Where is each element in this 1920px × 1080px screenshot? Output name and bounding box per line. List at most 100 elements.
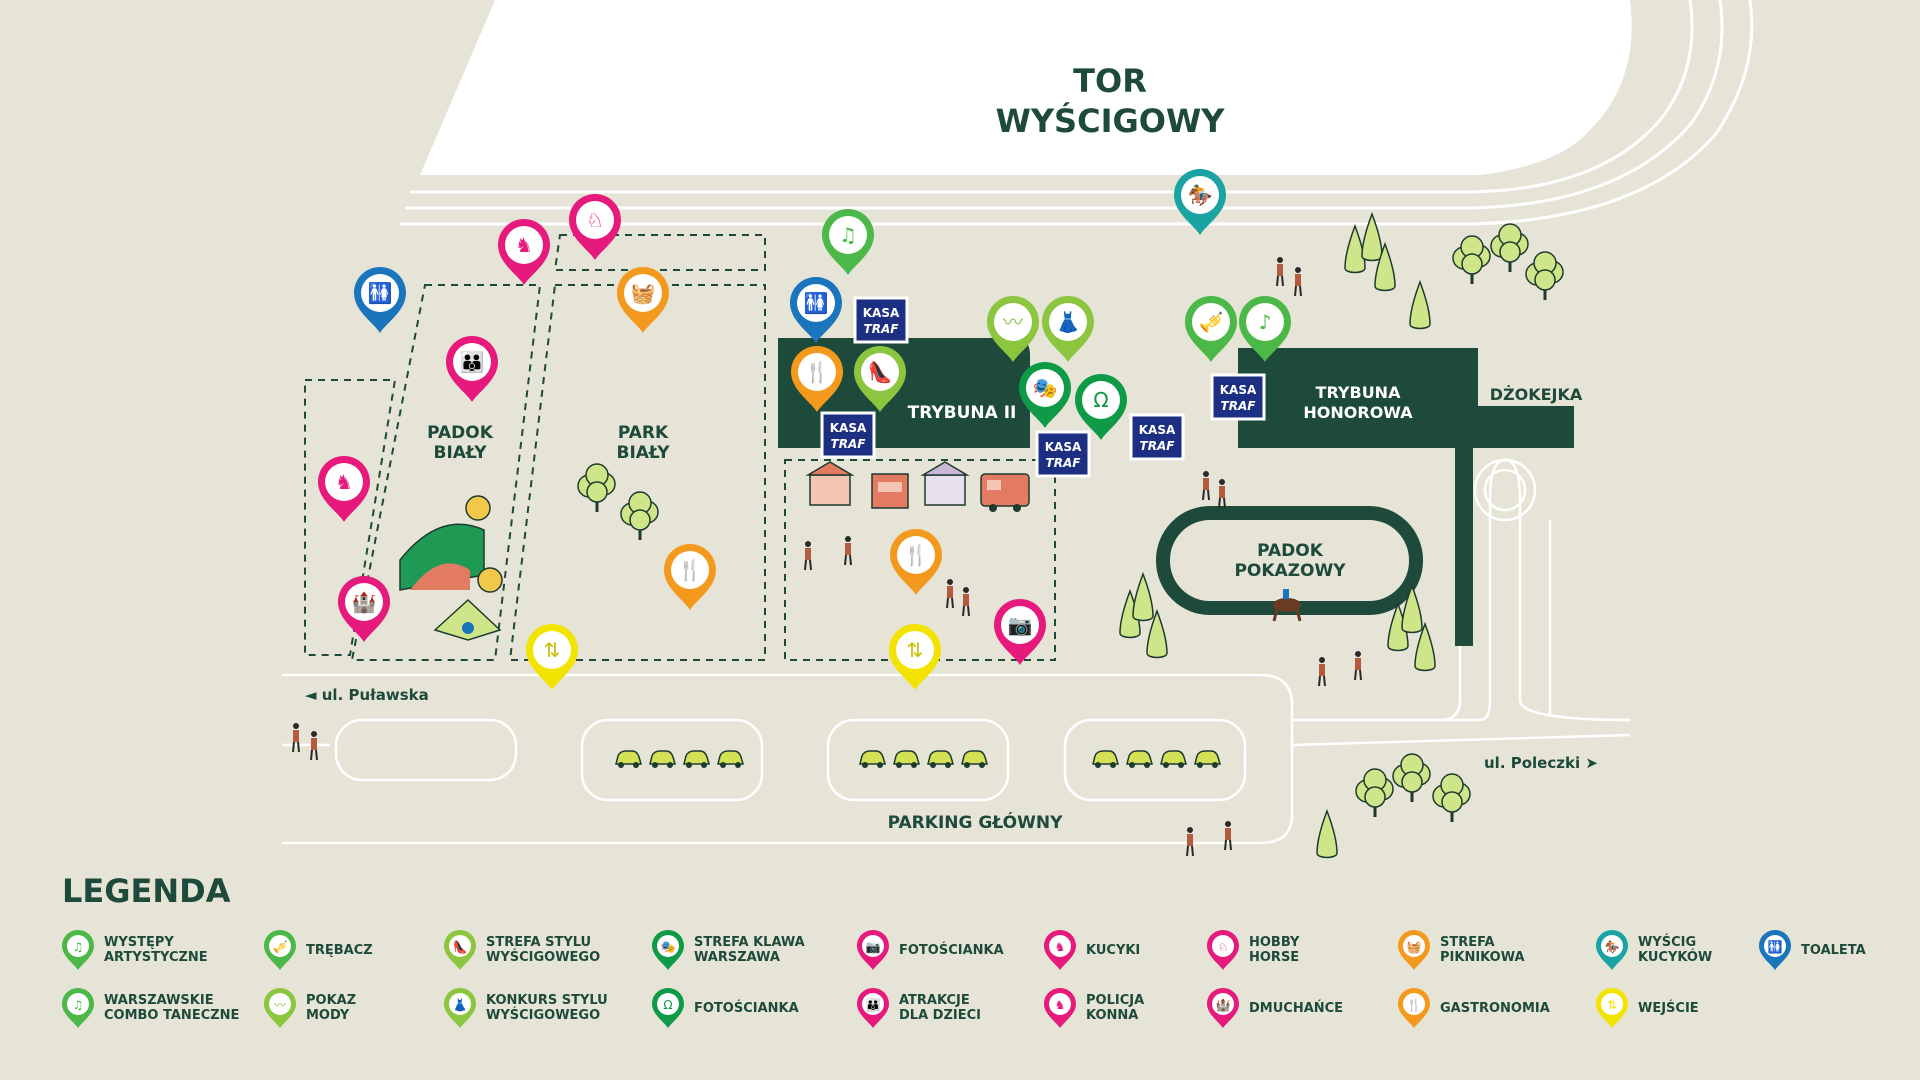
hobby-horse-icon: ♘ (586, 208, 604, 232)
fashion-show-pin[interactable]: 〰 (987, 296, 1039, 362)
legend-item: ♞ KUCYKI (1044, 930, 1140, 970)
horseshoe-icon: Ω (663, 998, 672, 1012)
zones (304, 234, 1056, 661)
toilet-icon: 🚻 (368, 281, 393, 305)
legend-item-label: POKAZ (306, 993, 356, 1008)
gastronomy-pin[interactable]: 🍴 (890, 529, 942, 595)
parking-label: PARKING GŁÓWNY (888, 811, 1063, 833)
padok-bialy-line1: PADOK (427, 423, 494, 443)
legend: LEGENDA ♫WYSTĘPYARTYSTYCZNE♫WARSZAWSKIEC… (62, 872, 1866, 1028)
toilet-pin[interactable]: 🚻 (790, 277, 842, 343)
toilet-icon: 🚻 (1768, 940, 1783, 954)
picnic-pin[interactable]: 🧺 (617, 267, 669, 333)
legend-item-label: DMUCHAŃCE (1249, 1000, 1343, 1016)
music-icon: ♫ (73, 998, 84, 1012)
svg-text:KASA: KASA (1139, 423, 1176, 437)
heel-icon: 👠 (453, 939, 468, 954)
dzokejka-label: DŻOKEJKA (1490, 385, 1583, 404)
legend-item-label: GASTRONOMIA (1440, 1001, 1550, 1016)
music-pin[interactable]: ♪ (1239, 296, 1291, 362)
toilet-pin[interactable]: 🚻 (354, 267, 406, 333)
trybuna-honorowa-line1: TRYBUNA (1316, 383, 1402, 402)
gastronomy-pin[interactable]: 🍴 (664, 544, 716, 610)
parked-cars (615, 750, 1221, 769)
music-icon: ♫ (839, 223, 857, 247)
padok-pokazowy: PADOK POKAZOWY (1156, 506, 1423, 622)
basket-icon: 🧺 (1407, 940, 1422, 954)
photo-wall-pin[interactable]: 📷 (994, 599, 1046, 665)
kids-attractions-pin[interactable]: 👪 (446, 336, 498, 402)
bouncy-castle-pin[interactable]: 🏰 (338, 576, 390, 642)
street-pulawska: ◄ ul. Puławska (305, 686, 429, 704)
legend-item-label: KUCYKI (1086, 943, 1140, 958)
heel-icon: 👠 (868, 360, 893, 384)
padok-bialy-line2: BIAŁY (433, 443, 487, 463)
svg-text:KASA: KASA (1045, 440, 1082, 454)
legend-item-label: COMBO TANECZNE (104, 1008, 239, 1023)
toilet-icon: 🚻 (804, 291, 829, 315)
music-pin[interactable]: ♫ (822, 209, 874, 275)
legend-item: 🍴GASTRONOMIA (1398, 988, 1550, 1028)
fork-knife-icon: 🍴 (805, 360, 830, 384)
legend-item-label: WYŚCIGOWEGO (486, 1007, 600, 1023)
padok-pokazowy-line1: PADOK (1257, 541, 1324, 561)
legend-item-label: STREFA KLAWA (694, 935, 805, 950)
entrance-pin[interactable]: ⇅ (526, 624, 578, 690)
legend-item-label: ARTYSTYCZNE (104, 950, 208, 965)
gastronomy-pin[interactable]: 🍴 (791, 346, 843, 412)
map-pins[interactable]: 🚻 ♞ ♘ 🧺 👪 ♞ 🏰 🍴 ⇅ ⇅ 📷 🍴 🚻 ♫ 🍴 👠 〰 👗 🎭 Ω … (318, 169, 1291, 690)
mustache-icon: 〰 (1003, 310, 1023, 334)
legend-item-label: POLICJA (1086, 993, 1144, 1008)
trybuna-honorowa: TRYBUNA HONOROWA DŻOKEJKA (1238, 348, 1583, 646)
horse-rider-pin[interactable]: ♞ (498, 219, 550, 285)
trumpet-pin[interactable]: 🎺 (1185, 296, 1237, 362)
legend-item-label: TOALETA (1801, 943, 1866, 958)
legend-item-label: TRĘBACZ (306, 943, 373, 958)
racing-style-pin[interactable]: 👠 (854, 346, 906, 412)
horseshoe-photo-pin[interactable]: Ω (1075, 374, 1127, 440)
padok-pokazowy-line2: POKAZOWY (1234, 561, 1346, 581)
legend-item-label: WARSZAWA (694, 950, 780, 965)
race-track: TOR WYŚCIGOWY (400, 0, 1754, 226)
fork-knife-icon: 🍴 (904, 543, 929, 567)
legend-title: LEGENDA (62, 872, 231, 910)
bouncy-castle-icon: 🏰 (352, 590, 377, 614)
fork-knife-icon: 🍴 (678, 558, 703, 582)
pony-pin[interactable]: ♞ (318, 456, 370, 522)
legend-item-label: PIKNIKOWA (1440, 950, 1525, 965)
svg-text:TRAF: TRAF (1221, 399, 1257, 413)
pony-icon: ♞ (1055, 940, 1066, 954)
playground-attractions (399, 495, 503, 641)
svg-text:TRAF: TRAF (1046, 456, 1082, 470)
jockey-icon: 🏇 (1188, 183, 1213, 207)
mask-icon: 🎭 (661, 940, 676, 954)
legend-item: 🏰 DMUCHAŃCE (1207, 988, 1343, 1028)
legend-item: 🎺TRĘBACZ (264, 930, 373, 970)
style-contest-pin[interactable]: 👗 (1042, 296, 1094, 362)
park-bialy-line1: PARK (618, 423, 669, 443)
entrance-pin[interactable]: ⇅ (889, 624, 941, 690)
klawa-warszawa-pin[interactable]: 🎭 (1019, 362, 1071, 428)
music-icon: ♫ (73, 940, 84, 954)
hobby-horse-pin[interactable]: ♘ (569, 194, 621, 260)
pony-race-pin[interactable]: 🏇 (1174, 169, 1226, 235)
svg-text:TRAF: TRAF (1140, 439, 1176, 453)
dress-icon: 👗 (453, 998, 468, 1012)
camera-icon: 📷 (866, 940, 881, 954)
hobby-horse-icon: ♘ (1218, 940, 1229, 954)
legend-item: 📷FOTOŚCIANKA (857, 930, 1004, 970)
pony-icon: ♞ (335, 470, 353, 494)
svg-text:KASA: KASA (863, 306, 900, 320)
legend-item-label: WEJŚCIE (1638, 1000, 1699, 1016)
bouncy-castle-icon: 🏰 (1216, 998, 1231, 1012)
